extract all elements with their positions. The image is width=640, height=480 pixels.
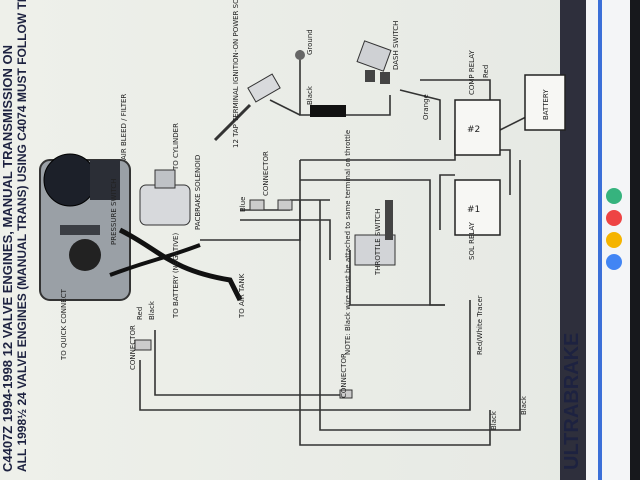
app-icon-2[interactable] [606, 210, 622, 226]
wire-relay-link [500, 149, 511, 195]
dash-switch [356, 40, 392, 84]
wire-1 [299, 160, 491, 446]
label-sol-relay: SOL RELAY [468, 221, 476, 260]
wire-9 [240, 219, 331, 260]
fuse-holder [247, 73, 281, 103]
wire-orange [399, 89, 441, 140]
switch-terminal-1 [365, 70, 375, 82]
label-to-battery: TO BATTERY (NEGATIVE) [172, 233, 180, 319]
label-black-1: Black [306, 85, 314, 105]
label-to-air-tank: TO AIR TANK [238, 273, 246, 319]
compressor-motor [43, 153, 97, 207]
wiring [139, 50, 541, 446]
sol-relay-box [454, 179, 501, 236]
wire-3 [139, 300, 471, 411]
header-line-2: ALL 1998½ 24 VALVE ENGINES (MANUAL TRANS… [15, 0, 29, 472]
manifold [60, 225, 100, 235]
label-to-quick-connect: TO QUICK CONNECT [60, 288, 68, 361]
label-air-bleed: AIR BLEED / FILTER [120, 94, 128, 160]
app-icon-1[interactable] [606, 188, 622, 204]
label-dash-switch: DASH SWITCH [392, 21, 400, 70]
label-connector-2: CONNECTOR [129, 325, 137, 370]
header-line-1: C4407Z 1994-1998 12 VALVE ENGINES, MANUA… [0, 45, 15, 472]
label-red-2: Red [136, 307, 144, 320]
switch-body [356, 40, 392, 72]
label-to-cylinder: TO CYLINDER [172, 123, 180, 171]
connector-2 [277, 199, 293, 211]
sol-relay-num: #1 [467, 205, 480, 215]
comp-relay-box [454, 99, 501, 156]
inline-fuse [310, 105, 346, 117]
label-black-2: Black [490, 410, 498, 430]
label-battery: BATTERY [542, 89, 550, 120]
comp-relay-num: #2 [467, 125, 480, 135]
label-orange: Orange [422, 94, 430, 120]
compressor-assembly [39, 153, 243, 302]
pressure-gauge [69, 239, 101, 271]
battery-box [524, 74, 566, 131]
label-red-1: Red [482, 65, 490, 78]
ground-terminal [295, 50, 305, 60]
label-blue: Blue [239, 197, 247, 213]
app-icon-4[interactable] [606, 254, 622, 270]
throttle-switch [354, 200, 396, 266]
app-icon-3[interactable] [606, 232, 622, 248]
label-pressure-switch: PRESSURE SWITCH [110, 179, 118, 245]
label-fuse-box: 12 TAP TERMINAL IGNITION-ON POWER SOURCE [232, 0, 240, 148]
wire-dash-black [345, 95, 391, 116]
throttle-lever [385, 200, 393, 240]
brand-text: ULTRABRAKE [561, 333, 583, 470]
label-connector-3: CONNECTOR [340, 353, 348, 398]
sol-relay: #1 [454, 179, 501, 236]
label-note: NOTE: Black wire must be attached to sam… [344, 130, 352, 355]
label-ground: Ground [306, 29, 314, 55]
label-black-3: Black [520, 395, 528, 415]
label-red-white: Red/White Tracer [476, 295, 484, 355]
switch-terminal-2 [380, 72, 390, 84]
label-black-4: Black [148, 300, 156, 320]
solenoid-cap [154, 169, 176, 189]
fuse-lead [213, 103, 252, 142]
label-pac-solenoid: PACBRAKE SOLENOID [194, 155, 202, 230]
wire-fuse [269, 99, 301, 116]
pac-solenoid [139, 169, 191, 226]
air-hose-2 [109, 243, 201, 277]
air-hose-1 [118, 227, 243, 302]
wire-cyl [200, 200, 301, 241]
connector-4 [339, 389, 353, 399]
label-connector-1: CONNECTOR [262, 151, 270, 196]
wire-2 [319, 160, 521, 431]
connector-3 [134, 339, 152, 351]
solenoid-body [139, 184, 191, 226]
label-throttle-switch: THROTTLE SWITCH [374, 209, 382, 276]
screen-edge [598, 0, 602, 480]
wire-11 [439, 174, 455, 230]
compressor-head [90, 160, 120, 200]
connector-1 [249, 199, 265, 211]
wire-10 [349, 250, 445, 306]
label-comp-relay: COMP RELAY [468, 50, 476, 95]
fuse-tap [213, 73, 281, 142]
comp-relay: #2 [454, 99, 501, 156]
wire-4 [154, 330, 340, 396]
